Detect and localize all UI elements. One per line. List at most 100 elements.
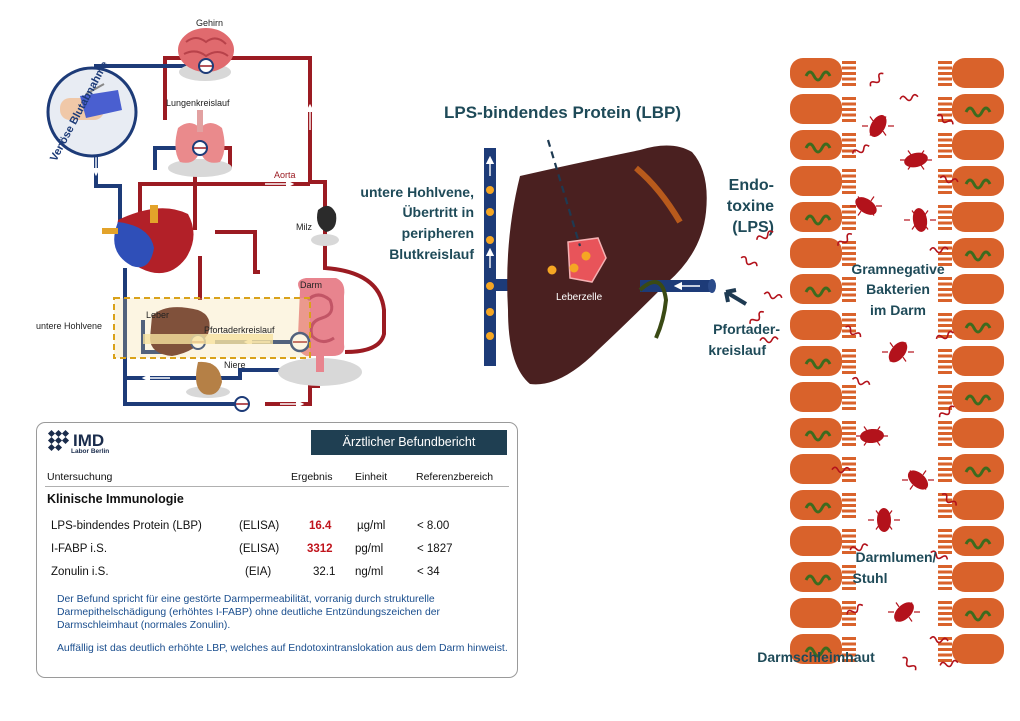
label-bacteria-3: im Darm bbox=[870, 302, 926, 318]
label-vena-cava-2: Übertritt in bbox=[402, 204, 474, 220]
enterocyte-right bbox=[952, 598, 1004, 628]
label-inferior-vena-cava: untere Hohlvene bbox=[36, 321, 102, 331]
label-liver: Leber bbox=[146, 310, 169, 320]
gut-wall bbox=[740, 58, 1004, 671]
label-kidney: Niere bbox=[224, 360, 246, 370]
row-ifabp-unit: pg/ml bbox=[355, 543, 384, 555]
label-pulmonary: Lungenkreislauf bbox=[166, 98, 230, 108]
enterocyte-right bbox=[952, 58, 1004, 88]
enterocyte-right bbox=[952, 418, 1004, 448]
label-endotoxins-1: Endo- bbox=[729, 177, 774, 194]
label-vena-cava-1: untere Hohlvene, bbox=[360, 184, 474, 200]
liver-large-icon bbox=[507, 145, 707, 385]
bacterium-icon bbox=[888, 341, 908, 363]
enterocyte-left bbox=[790, 94, 842, 124]
enterocyte-left bbox=[790, 598, 842, 628]
row-ifabp-method: (ELISA) bbox=[239, 543, 280, 555]
enterocyte-left bbox=[790, 130, 842, 160]
lbp-pointer-line bbox=[546, 139, 582, 247]
row-lbp-result: 16.4 bbox=[309, 520, 332, 532]
enterocyte-right bbox=[952, 454, 1004, 484]
report-note-1: Der Befund spricht für eine gestörte Dar… bbox=[57, 594, 440, 631]
bacterium-icon bbox=[904, 152, 928, 168]
enterocyte-left bbox=[790, 562, 842, 592]
logo-icon bbox=[47, 429, 70, 452]
capillary-brain bbox=[198, 58, 214, 74]
row-zonulin-unit: ng/ml bbox=[355, 566, 384, 578]
circulation-schematic: Gehirn Lungenkreislauf Aorta Milz Darm L… bbox=[36, 18, 386, 412]
label-endotoxins-2: toxine bbox=[727, 198, 774, 215]
label-liver-cell: Leberzelle bbox=[556, 292, 603, 303]
heart-icon bbox=[102, 205, 194, 274]
label-lumen-2: Stuhl bbox=[853, 570, 888, 586]
row-lbp-test: LPS-bindendes Protein (LBP) bbox=[51, 520, 202, 532]
row-ifabp-result: 3312 bbox=[307, 543, 333, 555]
enterocyte-left bbox=[790, 382, 842, 412]
portal-highlight-box bbox=[113, 297, 311, 359]
label-aorta: Aorta bbox=[274, 170, 296, 180]
enterocyte-left bbox=[790, 274, 842, 304]
enterocyte-right bbox=[952, 238, 1004, 268]
col-reference: Referenzbereich bbox=[416, 471, 494, 483]
row-zonulin-test: Zonulin i.S. bbox=[51, 566, 109, 578]
lab-report: IMD Labor Berlin Ärztlicher Befundberich… bbox=[36, 422, 518, 678]
label-brain: Gehirn bbox=[196, 18, 223, 28]
label-vena-cava-3: peripheren bbox=[402, 225, 474, 241]
logo-name: IMD bbox=[73, 430, 105, 450]
spleen-icon bbox=[317, 205, 337, 232]
header-divider bbox=[45, 486, 509, 487]
label-endotoxins-3: (LPS) bbox=[732, 219, 774, 236]
label-portal-circuit: Pfortaderkreislauf bbox=[204, 325, 275, 335]
label-mucosa: Darmschleimhaut bbox=[757, 649, 875, 665]
enterocyte-right bbox=[952, 490, 1004, 520]
row-zonulin-method: (EIA) bbox=[245, 566, 272, 578]
enterocyte-right bbox=[952, 130, 1004, 160]
enterocyte-right bbox=[952, 274, 1004, 304]
label-portal-1: Pfortader- bbox=[713, 321, 780, 337]
enterocyte-right bbox=[952, 346, 1004, 376]
row-ifabp-test: I-FABP i.S. bbox=[51, 543, 108, 555]
capillary-kidney bbox=[234, 396, 250, 412]
enterocyte-left bbox=[790, 418, 842, 448]
label-bacteria-1: Gramnegative bbox=[851, 261, 945, 277]
section-title: Klinische Immunologie bbox=[47, 492, 184, 506]
enterocyte-right bbox=[952, 562, 1004, 592]
row-lbp-method: (ELISA) bbox=[239, 520, 280, 532]
enterocyte-left bbox=[790, 238, 842, 268]
bacterium-icon bbox=[894, 602, 914, 622]
enterocyte-right bbox=[952, 202, 1004, 232]
label-intestine: Darm bbox=[300, 280, 322, 290]
bacterium-icon bbox=[860, 428, 884, 444]
col-unit: Einheit bbox=[355, 471, 388, 483]
enterocyte-left bbox=[790, 166, 842, 196]
col-result: Ergebnis bbox=[291, 471, 333, 483]
enterocyte-left bbox=[790, 310, 842, 340]
report-header: Ärztlicher Befundbericht bbox=[311, 430, 507, 455]
venous-sampling-icon bbox=[46, 66, 138, 158]
enterocyte-right bbox=[952, 382, 1004, 412]
enterocyte-right bbox=[952, 526, 1004, 556]
brain-icon bbox=[178, 28, 234, 72]
row-lbp-reference: < 8.00 bbox=[417, 520, 450, 532]
label-bacteria-2: Bakterien bbox=[866, 281, 930, 297]
bacterium-icon bbox=[876, 508, 892, 532]
row-zonulin-reference: < 34 bbox=[417, 566, 440, 578]
enterocyte-left bbox=[790, 58, 842, 88]
enterocyte-left bbox=[790, 490, 842, 520]
row-ifabp-reference: < 1827 bbox=[417, 543, 453, 555]
enterocyte-right bbox=[952, 310, 1004, 340]
liver-detail: LPS-bindendes Protein (LBP) untere Hohlv… bbox=[360, 103, 780, 385]
col-test: Untersuchung bbox=[47, 471, 113, 483]
bacterium-icon bbox=[907, 470, 929, 490]
bacterium-icon bbox=[912, 208, 928, 232]
enterocyte-left bbox=[790, 526, 842, 556]
capillary-lung bbox=[192, 140, 208, 156]
bacterium-icon bbox=[869, 115, 887, 137]
enterocyte-right bbox=[952, 166, 1004, 196]
label-vena-cava-4: Blutkreislauf bbox=[389, 246, 474, 262]
label-spleen: Milz bbox=[296, 222, 312, 232]
bacterium-icon bbox=[855, 197, 877, 215]
report-note-2: Auffällig ist das deutlich erhöhte LBP, … bbox=[57, 643, 508, 654]
row-lbp-unit: µg/ml bbox=[357, 520, 386, 532]
